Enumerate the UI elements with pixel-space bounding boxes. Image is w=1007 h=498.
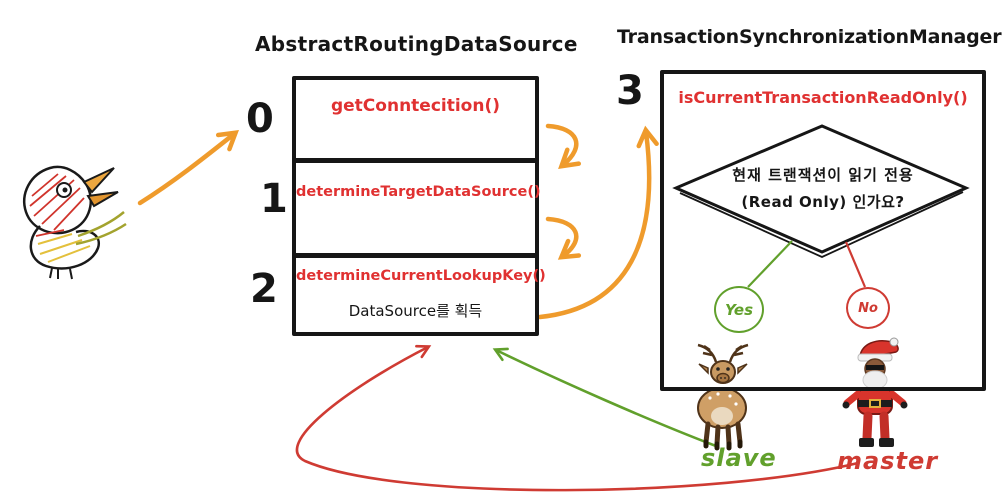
panel-row-determine-target: determineTargetDataSource() [296, 158, 541, 253]
step2-to-step3-arrow [537, 125, 659, 320]
panel-row-determine-lookup-key: determineCurrentLookupKey() DataSource를 … [296, 253, 546, 332]
left-panel-title: AbstractRoutingDataSource [255, 32, 578, 56]
santa-illustration [842, 337, 908, 447]
method-is-current-transaction-read-only: isCurrentTransactionReadOnly() [678, 88, 968, 107]
abstract-routing-datasource-panel: getConntecition() determineTargetDataSou… [292, 76, 546, 336]
decision-diamond [672, 124, 970, 258]
decision-question-line1: 현재 트랜잭션이 읽기 전용 [732, 166, 914, 184]
datasource-acquire-note: DataSource를 획득 [348, 302, 483, 320]
bird-illustration [23, 165, 127, 280]
method-determine-target-datasource: determineTargetDataSource() [296, 184, 541, 200]
no-option: No [846, 287, 890, 329]
slave-label: slave [701, 444, 777, 472]
right-panel-title: TransactionSynchronizationManager [617, 26, 1002, 48]
transaction-sync-manager-panel [660, 70, 986, 391]
no-branch-line [844, 241, 867, 288]
master-label: master [837, 447, 939, 475]
method-determine-current-lookup-key: determineCurrentLookupKey() [296, 268, 546, 284]
bird-beak [82, 167, 115, 194]
slave-return-arrow [492, 347, 718, 448]
step-number-2: 2 [250, 266, 278, 312]
no-label: No [858, 300, 878, 316]
reindeer-illustration [697, 343, 749, 451]
step-number-3: 3 [616, 68, 644, 114]
bird-to-step0-arrow [137, 130, 239, 206]
master-return-arrow [295, 344, 860, 492]
step-number-1: 1 [260, 176, 288, 222]
decision-question-line2: (Read Only) 인가요? [741, 193, 905, 211]
panel-row-get-connection: getConntecition() [296, 80, 535, 158]
step0-to-step1-arrow [545, 123, 582, 170]
santa-sunglasses [866, 365, 884, 370]
yes-branch-line [747, 240, 793, 288]
step1-to-step2-arrow [545, 216, 582, 260]
decision-question: 현재 트랜잭션이 읽기 전용 (Read Only) 인가요? [692, 162, 954, 216]
yes-label: Yes [724, 300, 754, 319]
method-get-connection: getConntecition() [330, 96, 501, 116]
yes-option: Yes [714, 286, 764, 333]
step-number-0: 0 [246, 96, 274, 142]
